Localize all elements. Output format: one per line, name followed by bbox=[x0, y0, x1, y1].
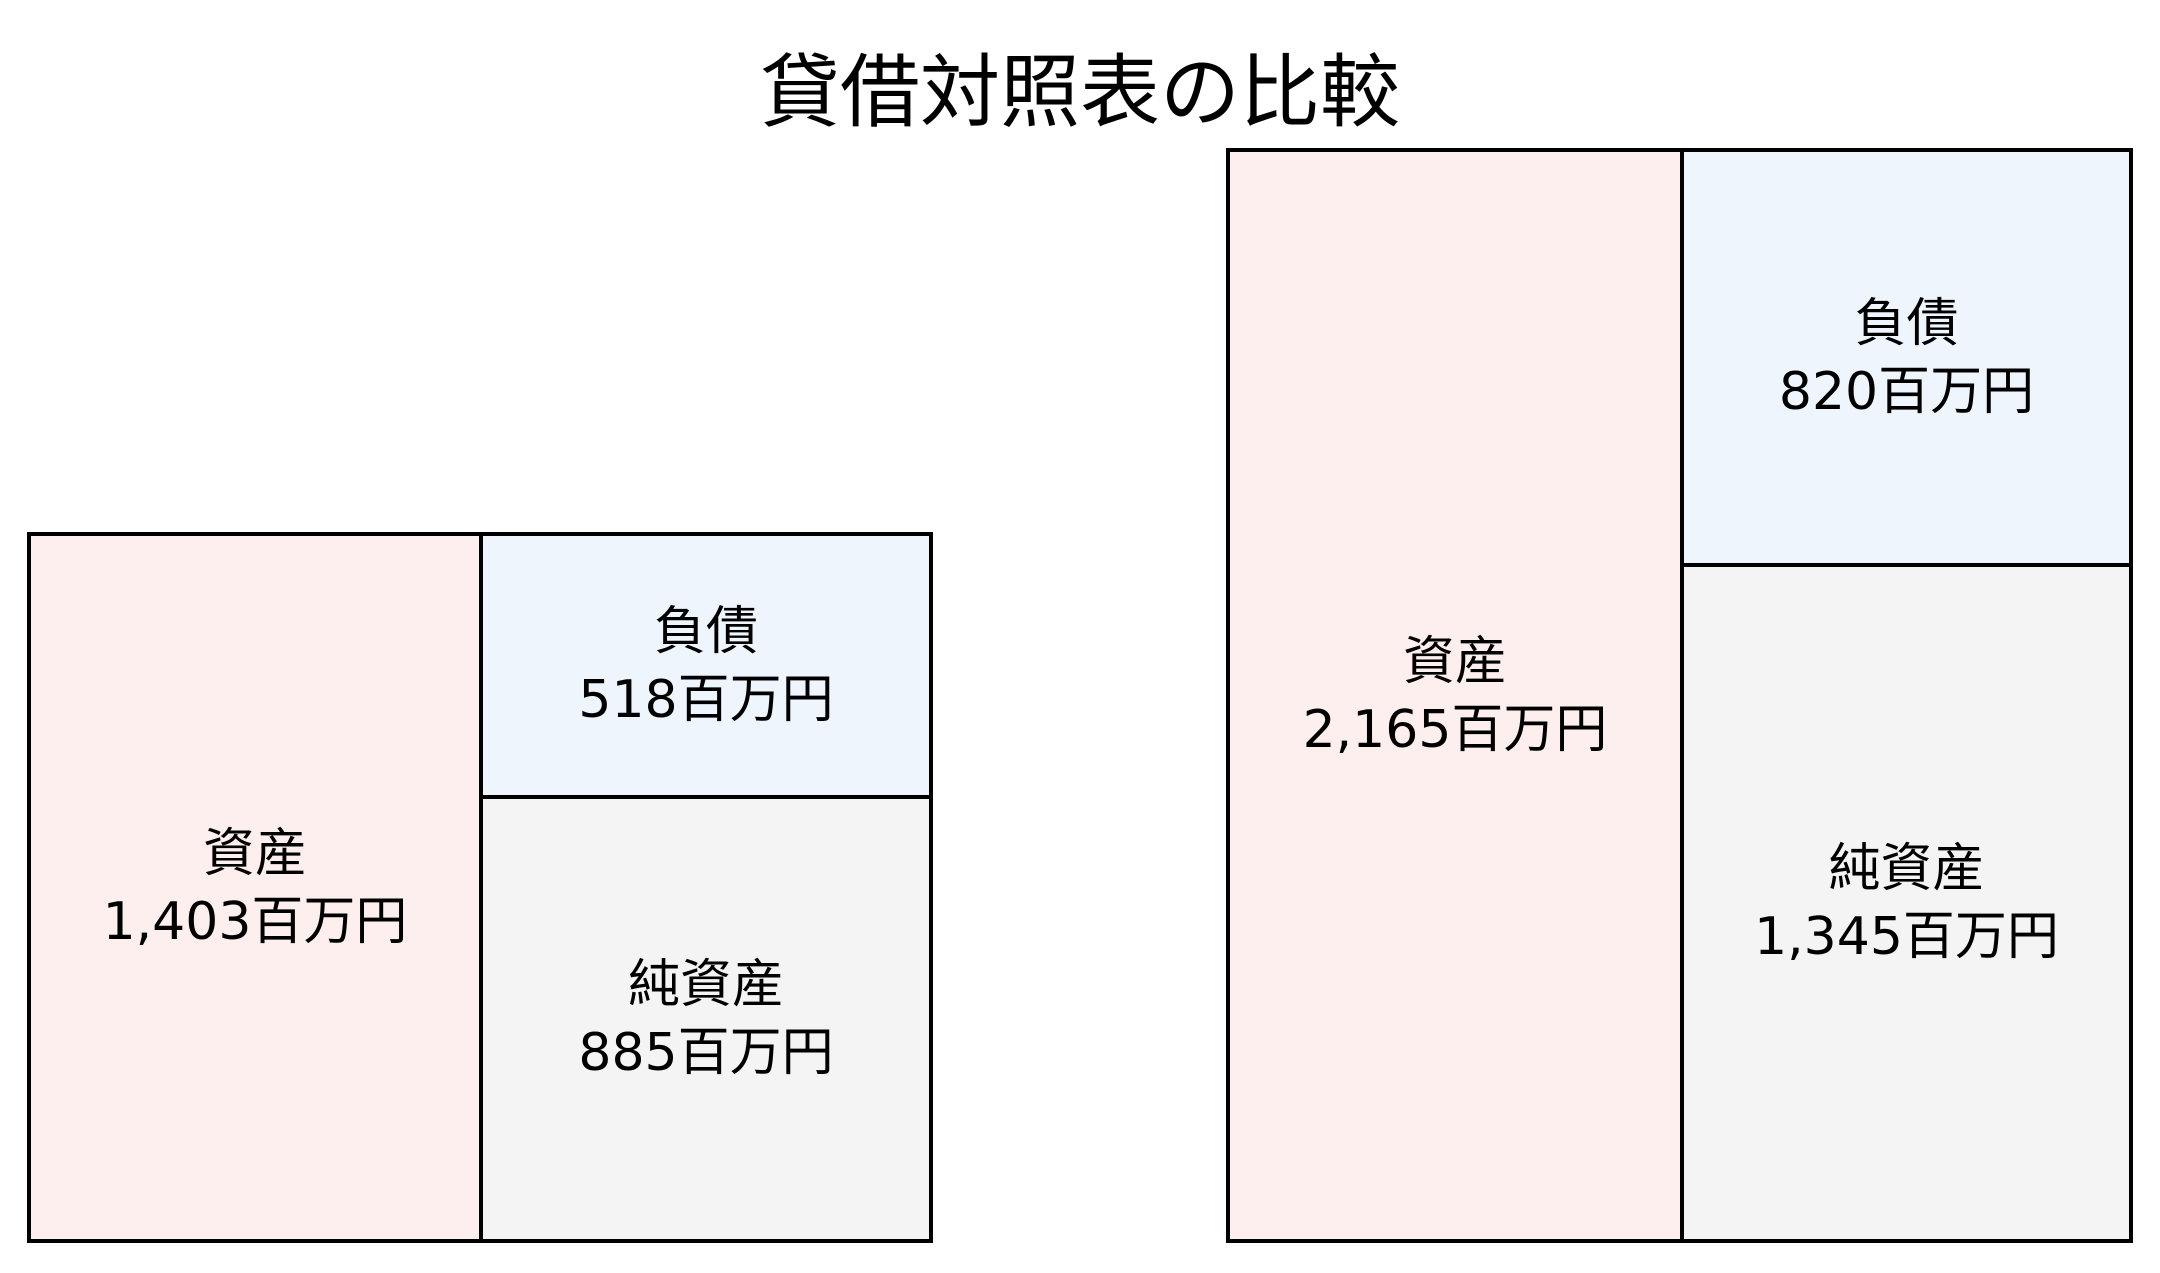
assets-label: 資産 bbox=[202, 823, 307, 884]
net-assets-value: 1,345百万円 bbox=[1754, 907, 2059, 967]
liabilities-label: 負債 bbox=[1854, 293, 1959, 354]
assets-block: 資産 1,403百万円 bbox=[31, 536, 483, 1239]
assets-value: 2,165百万円 bbox=[1302, 699, 1608, 760]
assets-label: 資産 bbox=[1402, 631, 1507, 692]
liabilities-value: 820百万円 bbox=[1778, 361, 2035, 422]
assets-block: 資産 2,165百万円 bbox=[1230, 152, 1684, 1239]
net-assets-label: 純資産 bbox=[627, 955, 784, 1015]
net-assets-label: 純資産 bbox=[1828, 839, 1985, 899]
liabilities-block: 負債 820百万円 bbox=[1684, 152, 2129, 567]
net-assets-block: 純資産 885百万円 bbox=[483, 799, 929, 1239]
net-assets-block: 純資産 1,345百万円 bbox=[1684, 567, 2129, 1239]
liabilities-value: 518百万円 bbox=[578, 669, 834, 730]
balance-sheet-right: 資産 2,165百万円 負債 820百万円 純資産 1,345百万円 bbox=[1226, 148, 2133, 1243]
assets-value: 1,403百万円 bbox=[102, 891, 408, 952]
page-title: 貸借対照表の比較 bbox=[760, 46, 1400, 139]
net-assets-value: 885百万円 bbox=[578, 1023, 834, 1083]
balance-sheet-left: 資産 1,403百万円 負債 518百万円 純資産 885百万円 bbox=[27, 532, 933, 1243]
liabilities-label: 負債 bbox=[653, 601, 758, 662]
liabilities-block: 負債 518百万円 bbox=[483, 536, 929, 799]
